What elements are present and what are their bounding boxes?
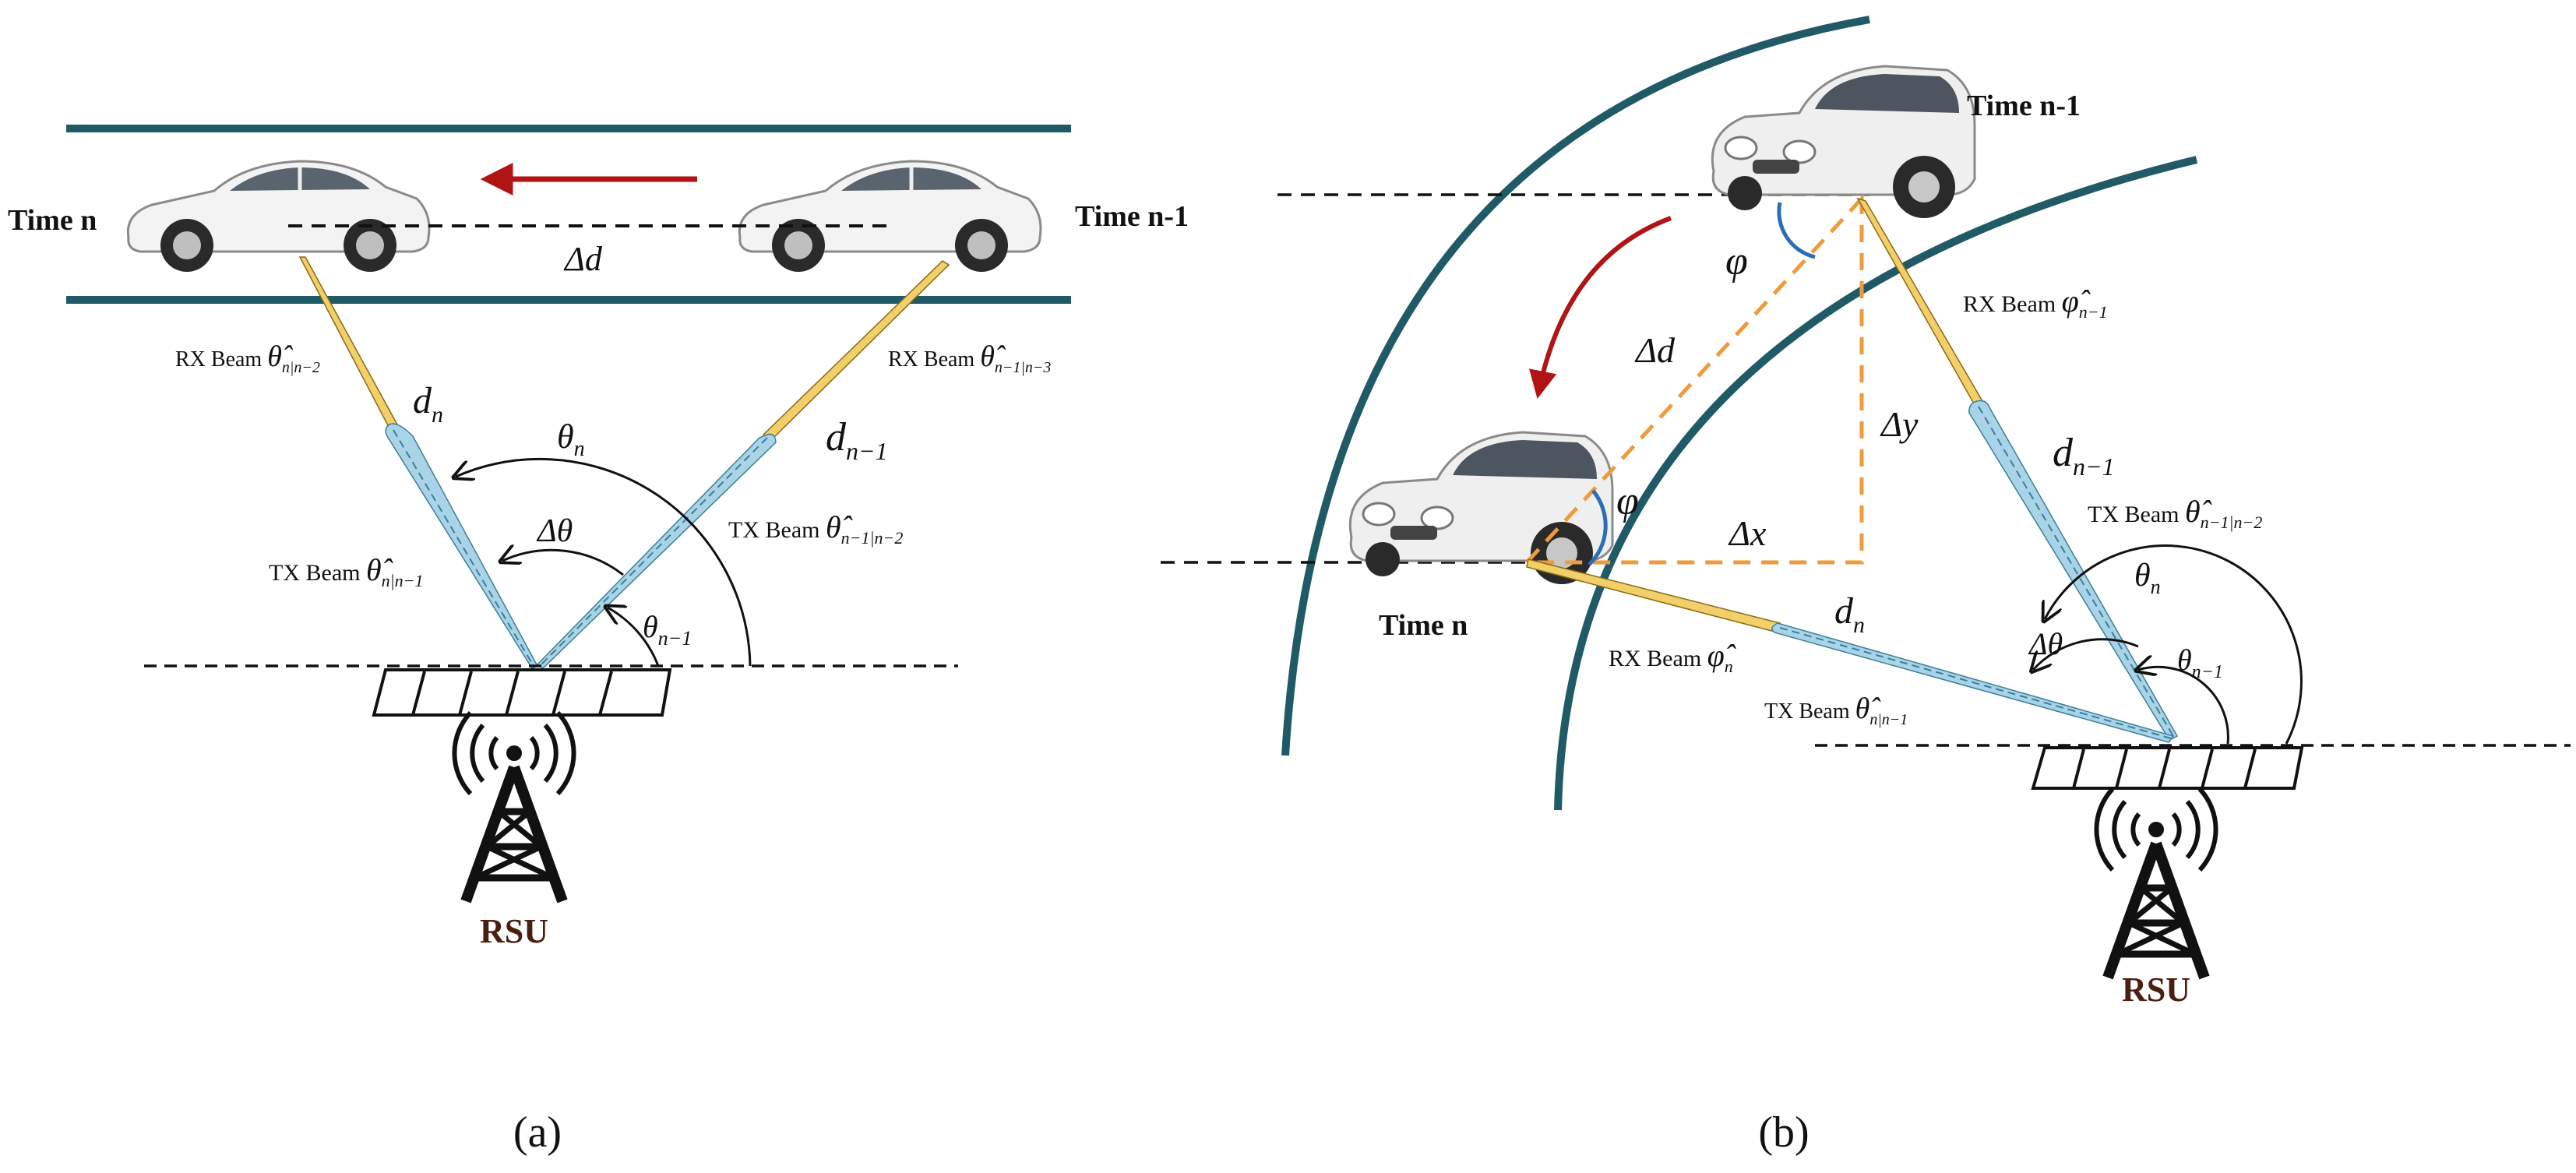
phi-label-n: φ [1616,479,1639,523]
delta-theta-arc [2033,638,2139,670]
delta-d-label: Δd [1634,330,1676,370]
car-time-n1 [1711,65,1976,220]
tx-beam-n-label: TX Beam θ̂n|n−1 [269,552,424,590]
time-n-label: Time n [1379,609,1468,642]
theta-n1-label: θn−1 [2177,644,2223,682]
caption-b: (b) [1758,1108,1809,1157]
phi-arc-n [1588,489,1608,566]
rsu-label: RSU [2122,970,2190,1009]
rx-beam-n1-label: RX Beam φ̂n−1 [1963,284,2108,322]
road-outer-curve [1281,16,1870,756]
delta-y-label: Δy [1880,404,1919,444]
panel-b: Time n-1 Time n φ φ Δd Δy Δx RX Beam φ̂n… [1161,16,2571,1157]
time-n1-label: Time n-1 [1075,200,1189,233]
delta-d-label: Δd [563,240,603,278]
d-n1-label: dn−1 [826,415,888,465]
phi-arc-n1 [1777,202,1816,259]
tx-beam-n-label: TX Beam θ̂n|n−1 [1764,692,1908,728]
theta-n-label: θn [557,417,585,461]
antenna-array [372,668,672,717]
antenna-array [2031,746,2304,790]
theta-n1-label: θn−1 [643,609,692,650]
d-n-label: dn [1834,590,1865,638]
rsu-tower-icon [454,713,573,901]
displacement-triangle [1522,193,1864,565]
car-time-n [128,161,429,272]
rx-beam-n [298,256,399,430]
rx-beam-n1-label: RX Beam θ̂n−1|n−3 [888,340,1051,376]
theta-n1-arc [2138,667,2229,745]
tx-beam-n1-label: TX Beam θ̂n−1|n−2 [728,509,903,548]
time-n-label: Time n [8,204,97,237]
time-n1-label: Time n-1 [1967,90,2081,122]
delta-theta-arc [502,550,624,576]
delta-theta-label: Δθ [2028,626,2063,661]
caption-a: (a) [513,1108,562,1157]
delta-theta-label: Δθ [536,513,573,549]
theta-n1-arc [608,608,660,667]
panel-a: Time n Time n-1 Δd RX Beam θ̂n|n−2 RX Be… [8,125,1189,1157]
tx-beam-n1-label: TX Beam θ̂n−1|n−2 [2088,494,2262,532]
d-n1-label: dn−1 [2053,431,2115,481]
car-time-n1 [739,161,1041,272]
rx-beam-n-label: RX Beam φ̂n [1609,638,1736,676]
road-inner-curve [1554,156,2198,811]
d-n-label: dn [413,380,443,428]
rx-beam-n [1526,558,1781,633]
theta-n-label: θn [2134,558,2161,598]
phi-label-n1: φ [1725,239,1748,284]
motion-arrow [1529,216,1672,400]
rsu-label: RSU [480,912,548,950]
rsu-tower-icon [2096,789,2215,978]
rx-beam-n-label: RX Beam θ̂n|n−2 [175,340,320,376]
theta-n-arc [2045,544,2303,745]
delta-x-label: Δx [1728,513,1767,553]
theta-n-arc [456,457,752,667]
